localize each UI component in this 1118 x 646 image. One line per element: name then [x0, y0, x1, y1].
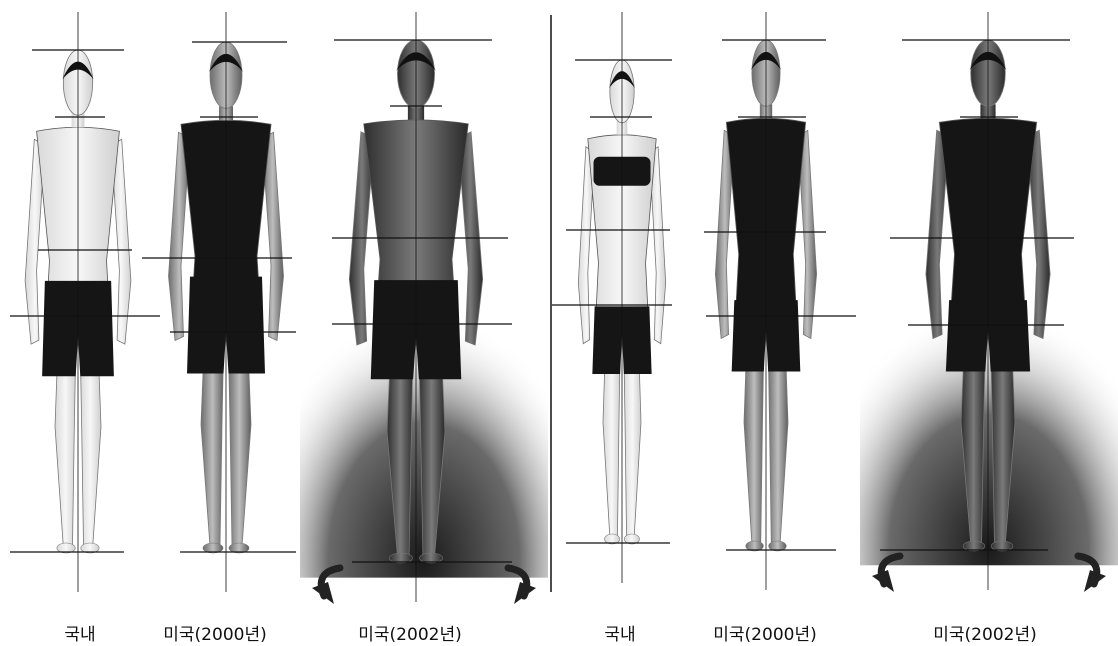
- arrowhead: [514, 582, 536, 604]
- arrowhead: [1084, 570, 1106, 592]
- figure-female-2: [860, 12, 1118, 592]
- caption-male-us-2000: 미국(2000년): [163, 620, 266, 645]
- figure-male-0: [10, 12, 160, 592]
- caption-male-us-2002: 미국(2002년): [358, 620, 461, 645]
- figure-female-1: [704, 12, 856, 590]
- figure-female-0: [552, 12, 672, 583]
- figure-male-2: [300, 12, 548, 604]
- figure-male-1: [142, 12, 296, 592]
- caption-female-us-2000: 미국(2000년): [713, 620, 816, 645]
- caption-female-us-2002: 미국(2002년): [933, 620, 1036, 645]
- arrowhead: [872, 570, 894, 592]
- arrowhead: [312, 582, 334, 604]
- caption-female-domestic: 국내: [604, 620, 635, 645]
- caption-male-domestic: 국내: [64, 620, 95, 645]
